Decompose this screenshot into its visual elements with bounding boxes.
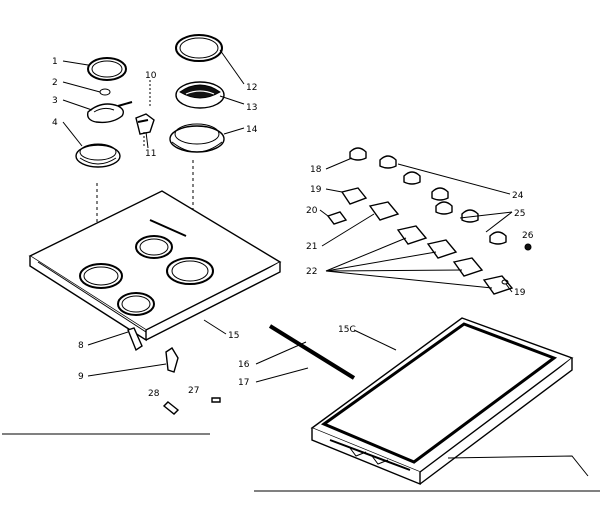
- callout-14: 14: [246, 125, 258, 135]
- trim-ring-small: [87, 57, 127, 81]
- leader-lines: [62, 49, 513, 383]
- glass-top-assembly: [310, 317, 574, 486]
- switch-group: [326, 187, 532, 295]
- callout-17: 17: [238, 378, 249, 388]
- callout-1: 1: [52, 57, 58, 67]
- callout-9: 9: [78, 372, 84, 382]
- callout-16: 16: [238, 360, 250, 370]
- terminal-block: [135, 113, 155, 135]
- callout-2: 2: [52, 78, 58, 88]
- callout-15: 15: [228, 331, 239, 341]
- callout-19-bottom: 19: [514, 288, 526, 298]
- element-small: [86, 101, 133, 124]
- drip-pan-small: [75, 143, 121, 168]
- callout-21: 21: [306, 242, 317, 252]
- callout-18: 18: [310, 165, 322, 175]
- trim-channel: [268, 324, 356, 380]
- callout-15c: 15C: [338, 325, 356, 335]
- callout-11: 11: [145, 149, 156, 159]
- callout-13: 13: [246, 103, 257, 113]
- callout-3: 3: [52, 96, 58, 106]
- cooktop-main-top: [28, 190, 282, 342]
- callout-12: 12: [246, 83, 257, 93]
- callout-10: 10: [145, 71, 157, 81]
- callout-8: 8: [78, 341, 84, 351]
- screw-27: [211, 397, 221, 403]
- callout-4: 4: [52, 118, 58, 128]
- element-large: [175, 81, 225, 109]
- callout-24: 24: [512, 191, 524, 201]
- callout-28: 28: [148, 389, 160, 399]
- knob-group: [349, 147, 507, 245]
- callout-19-top: 19: [310, 185, 322, 195]
- trim-ring-large: [175, 34, 223, 62]
- clip-part: [99, 88, 111, 96]
- callout-22: 22: [306, 267, 317, 277]
- callout-20: 20: [306, 206, 318, 216]
- callout-25: 25: [514, 209, 525, 219]
- hinge-bracket: [127, 327, 179, 373]
- callout-26: 26: [522, 231, 534, 241]
- callout-27: 27: [188, 386, 199, 396]
- screw-28: [162, 401, 180, 415]
- drip-pan-large: [169, 123, 225, 153]
- callout-labels: 1 2 3 4 10 11 12 13 14 15 8 9 16 17 28 2…: [52, 57, 534, 399]
